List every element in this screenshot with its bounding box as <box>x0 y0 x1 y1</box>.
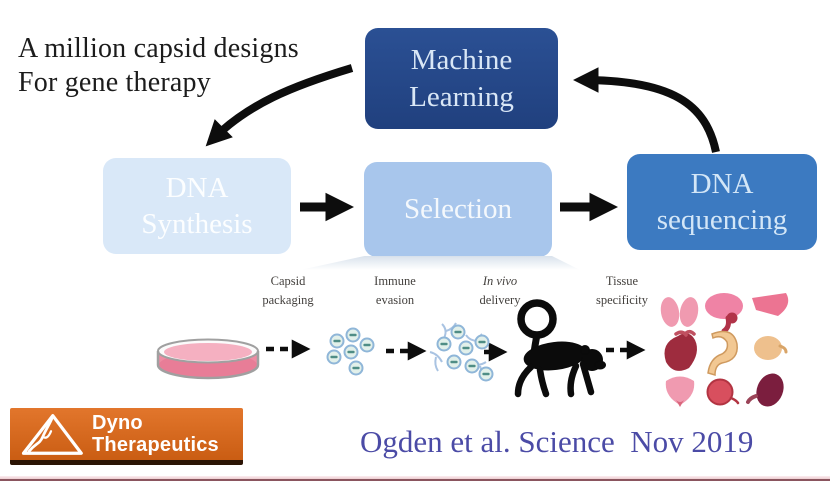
liver-icon <box>752 293 789 316</box>
step-label-tissue-specificity: Tissue specificity <box>596 272 648 311</box>
selection-box: Selection <box>364 162 552 257</box>
step-label-in-vivo-delivery: In vivo delivery <box>480 272 521 311</box>
citation: Ogden et al. Science Nov 2019 <box>360 424 754 459</box>
step-line: In vivo <box>482 274 518 288</box>
organ-panel-icon <box>660 293 789 407</box>
step-line: Tissue <box>605 274 639 288</box>
stomach-icon <box>707 330 738 376</box>
step-line: evasion <box>375 293 415 308</box>
logo-line2: Therapeutics <box>92 434 219 456</box>
logo-line1: Dyno <box>92 412 143 434</box>
petri-dish-icon <box>156 338 260 380</box>
selection-callout-wedge <box>300 256 580 270</box>
capsid-particle <box>326 327 375 376</box>
step-line: packaging <box>262 293 314 308</box>
mountain-triangle-icon <box>21 414 83 455</box>
machine-learning-box: Machine Learning <box>365 28 558 129</box>
spleen-icon <box>746 373 784 407</box>
monkey-icon <box>514 299 606 398</box>
step-line: Immune <box>374 274 416 288</box>
antibody-capsid-cluster-icon <box>429 322 494 382</box>
capsid-cluster-icon <box>326 327 375 376</box>
step-label-capsid-packaging: Capsid packaging <box>262 272 313 311</box>
capsid-particle <box>436 324 494 382</box>
cell-icon <box>706 378 740 406</box>
step-label-immune-evasion: Immune evasion <box>374 272 416 311</box>
bladder-icon <box>665 376 695 407</box>
bottom-edge-strip <box>0 476 830 481</box>
step-line: specificity <box>595 293 649 308</box>
kidney-icon <box>754 336 788 360</box>
step-line: Capsid <box>270 274 306 288</box>
arrow-dna-sequencing-to-ml <box>573 67 720 153</box>
brain-icon <box>705 293 743 334</box>
dna-synthesis-box: DNA Synthesis <box>103 158 291 254</box>
tagline: A million capsid designs For gene therap… <box>18 33 299 99</box>
dna-sequencing-box: DNA sequencing <box>627 154 817 250</box>
lungs-icon <box>660 297 699 327</box>
step-line: delivery <box>479 293 521 308</box>
heart-icon <box>664 329 697 371</box>
